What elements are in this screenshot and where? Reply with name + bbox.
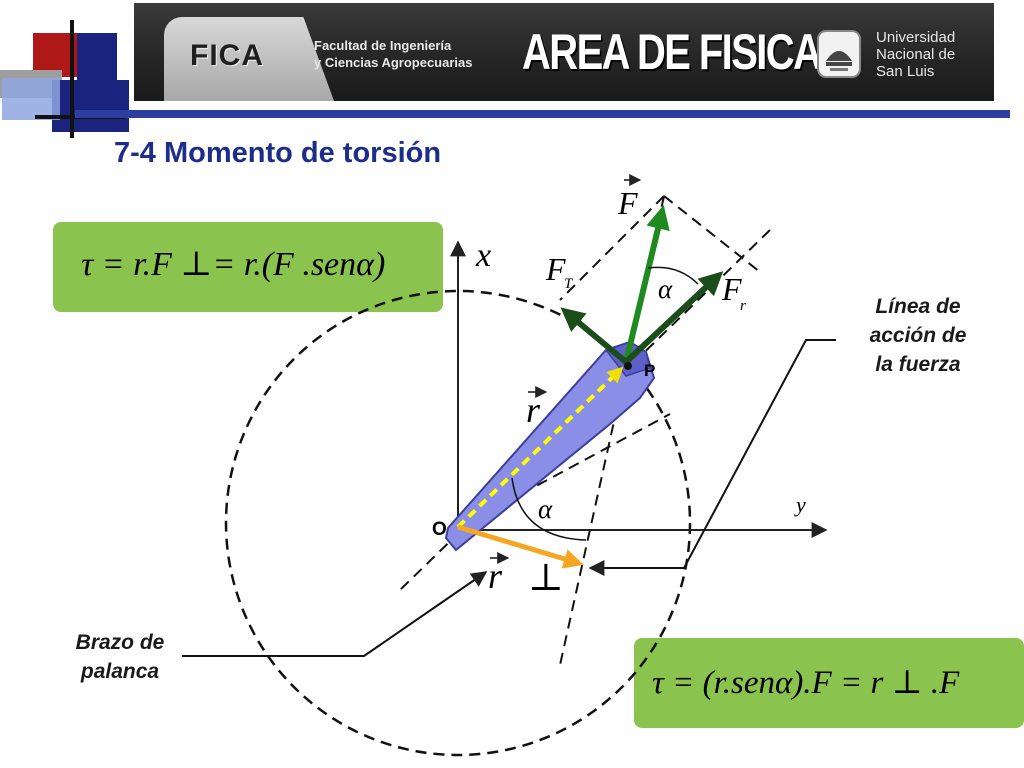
area-title: AREA DE FISICA	[522, 24, 822, 80]
slide-title: 7-4 Momento de torsión	[114, 137, 442, 169]
lever-arm-line-2: palanca	[80, 660, 160, 683]
equation-top: τ = r.F ⊥= r.(F .senα)	[81, 246, 386, 283]
corner-block-blue-top	[77, 33, 117, 83]
equation-box-bottom: τ = (r.senα).F = r ⊥ .F	[634, 638, 1024, 728]
force-Fr-subscript: r	[740, 298, 746, 314]
force-F-vector	[623, 204, 670, 363]
point-P-marker	[624, 362, 632, 370]
corner-block-lightblue	[2, 78, 60, 120]
force-FT-subscript: T	[564, 276, 574, 292]
point-P-label: P	[644, 361, 655, 380]
faculty-name: Facultad de Ingeniería y Ciencias Agrope…	[314, 37, 472, 71]
alpha-arc-bottom	[511, 477, 587, 541]
lever-arm-label: Brazo de palanca	[40, 628, 200, 686]
faculty-line-2: y Ciencias Agropecuarias	[314, 55, 473, 70]
axis-x-label: x	[475, 237, 491, 274]
alpha-arc-top	[647, 266, 699, 285]
university-seal-icon	[817, 30, 861, 78]
lever-arm-callout	[182, 571, 488, 657]
r-vector	[456, 366, 624, 529]
r-perp-label: r	[488, 556, 503, 596]
force-FT-vector	[560, 307, 628, 365]
header-banner: FICA Facultad de Ingeniería y Ciencias A…	[134, 3, 994, 101]
lever-arm-line-1: Brazo de	[75, 631, 165, 654]
alpha-label-top: α	[658, 274, 673, 304]
fica-logo-text: FICA	[190, 39, 264, 72]
force-projection-guide	[663, 195, 761, 273]
title-separator-bar	[75, 110, 1010, 118]
force-F-label: F	[617, 185, 638, 221]
line-of-action-label: Línea de acción de la fuerza	[838, 292, 998, 379]
equation-box-top: τ = r.F ⊥= r.(F .senα)	[53, 222, 443, 312]
fica-tab	[164, 17, 334, 101]
equation-bottom: τ = (r.senα).F = r ⊥ .F	[652, 665, 960, 701]
axis-y-label: y	[794, 492, 806, 517]
faculty-line-1: Facultad de Ingeniería	[314, 38, 452, 53]
origin-label: O	[432, 519, 447, 540]
line-of-action-line-3: la fuerza	[875, 353, 961, 376]
university-name: Universidad Nacional de San Luis	[876, 29, 955, 80]
force-projection-guide-2	[559, 195, 665, 301]
corner-block-red	[33, 33, 77, 77]
r-vector-label: r	[526, 390, 541, 430]
force-Fr-label: F	[721, 271, 742, 307]
corner-block-blue-bottom	[52, 80, 129, 132]
rotation-circle	[224, 289, 692, 757]
r-perp-symbol: ⊥	[528, 557, 564, 599]
alpha-label-bottom: α	[538, 494, 553, 524]
university-line-2: Nacional de	[876, 46, 956, 63]
university-line-3: San Luis	[876, 63, 935, 80]
university-line-1: Universidad	[876, 29, 956, 46]
line-of-action-callout	[588, 339, 836, 576]
corner-line-vertical	[70, 20, 74, 138]
r-perp-vector	[457, 524, 584, 569]
force-Fr-vector	[623, 271, 724, 365]
line-of-action-line-2: acción de	[869, 324, 967, 347]
force-FT-label: F	[545, 251, 566, 287]
line-of-action-line-1: Línea de	[875, 295, 961, 318]
